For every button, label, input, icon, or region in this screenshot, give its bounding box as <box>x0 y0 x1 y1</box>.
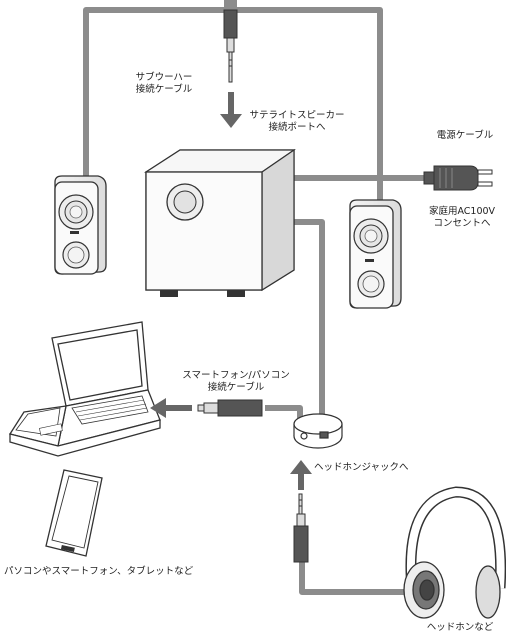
laptop <box>8 321 161 457</box>
subwoofer <box>143 148 296 297</box>
label-devices: パソコンやスマートフォン、タブレットなど <box>4 566 218 578</box>
label-ac-outlet-line1: 家庭用AC100V <box>428 206 496 217</box>
headphone-adapter <box>293 413 343 449</box>
smartphone-cable <box>265 405 303 420</box>
power-plug <box>423 165 493 191</box>
label-devices-text: パソコンやスマートフォン、タブレットなど <box>4 566 194 577</box>
label-headphones: ヘッドホンなど <box>418 622 502 634</box>
label-ac-outlet: 家庭用AC100V コンセントへ <box>418 206 506 230</box>
subwoofer-arrow <box>220 92 242 128</box>
subwoofer-plug <box>223 0 238 83</box>
label-satellite-port-line2: 接続ポートへ <box>268 122 326 133</box>
adapter-cable <box>294 219 325 420</box>
label-subwoofer-cable: サブウーハー 接続ケーブル <box>126 72 202 96</box>
label-satellite-port: サテライトスピーカー 接続ポートへ <box>236 110 358 134</box>
label-power-cable: 電源ケーブル <box>428 130 502 142</box>
label-headphone-jack-text: ヘッドホンジャックへ <box>314 462 409 473</box>
label-headphones-text: ヘッドホンなど <box>426 622 494 633</box>
left-speaker <box>54 175 107 275</box>
label-subwoofer-cable-line1: サブウーハー <box>135 72 193 83</box>
jack-arrow <box>290 460 312 490</box>
right-speaker <box>349 199 402 309</box>
smartphone-plug <box>197 399 263 417</box>
headphone-cable <box>299 560 412 595</box>
label-subwoofer-cable-line2: 接続ケーブル <box>135 84 193 95</box>
label-headphone-jack: ヘッドホンジャックへ <box>314 462 414 474</box>
label-ac-outlet-line2: コンセントへ <box>433 218 491 229</box>
label-satellite-port-line1: サテライトスピーカー <box>249 110 345 121</box>
label-power-cable-text: 電源ケーブル <box>436 130 494 141</box>
label-smartphone-pc-cable-line2: 接続ケーブル <box>207 382 265 393</box>
laptop-arrow <box>150 398 192 418</box>
smartphone <box>45 469 103 557</box>
headphones <box>403 486 506 619</box>
label-smartphone-pc-cable: スマートフォン/パソコン 接続ケーブル <box>176 370 296 394</box>
label-smartphone-pc-cable-line1: スマートフォン/パソコン <box>182 370 290 381</box>
laptop-keys <box>39 399 148 436</box>
headphone-plug <box>293 493 309 563</box>
